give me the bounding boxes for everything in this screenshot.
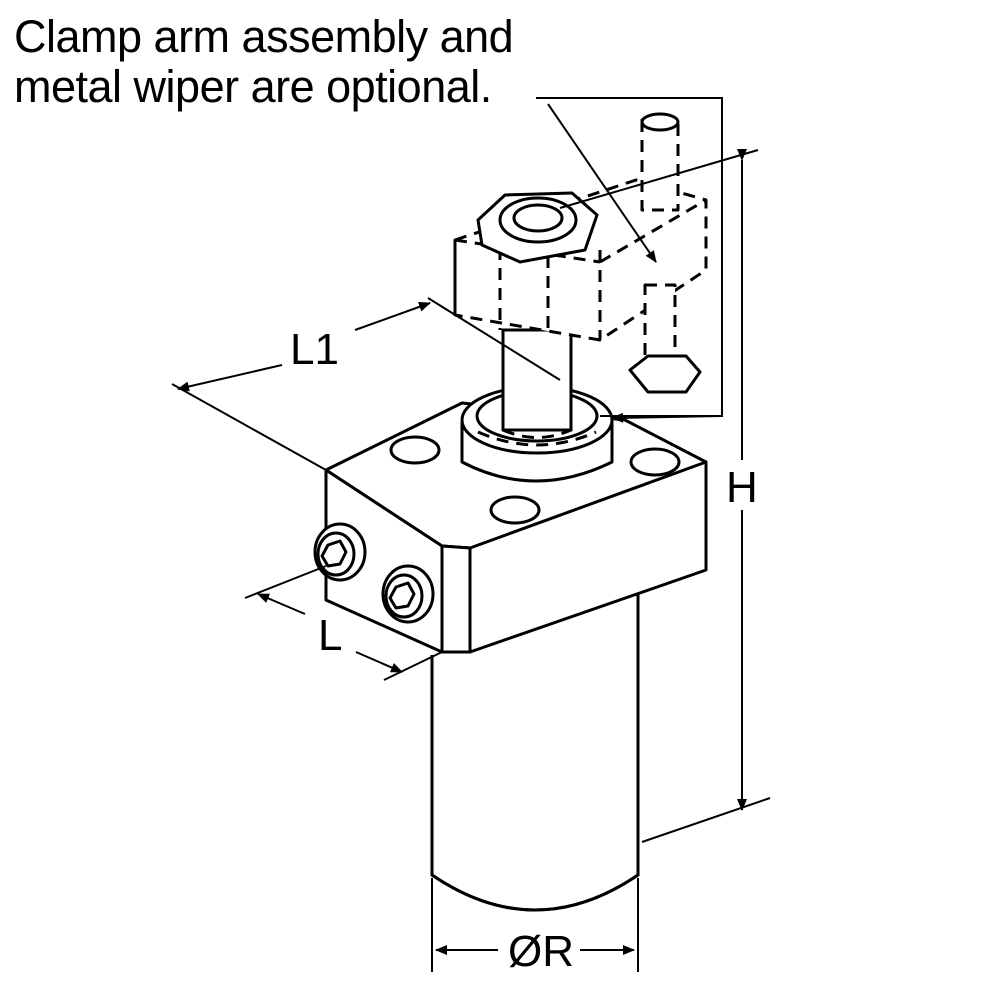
port-plug-1 [313,522,367,582]
note-line-2: metal wiper are optional. [14,61,492,112]
clamp-arm [453,112,708,394]
dimension-l1-label: L1 [288,325,341,374]
optional-parts-note: Clamp arm assembly and metal wiper are o… [14,11,514,112]
dimension-r [431,878,639,972]
dimension-r-label: ØR [506,927,576,976]
dimension-l-label: L [316,611,345,660]
contact-bolt-top [640,118,680,212]
dimension-h-label: H [724,463,760,512]
mount-hole-2 [629,447,681,477]
note-line-1: Clamp arm assembly and [14,11,514,62]
port-plug-2 [381,564,435,624]
mount-hole-1 [389,435,441,465]
mount-hole-3 [489,495,541,525]
dimension-l1 [171,297,561,471]
dimension-l [244,565,443,681]
piston-rod [501,328,573,439]
cylinder-body [430,590,640,912]
note-leaders [536,97,723,423]
jam-nut [628,354,702,394]
dimension-h [559,149,771,843]
